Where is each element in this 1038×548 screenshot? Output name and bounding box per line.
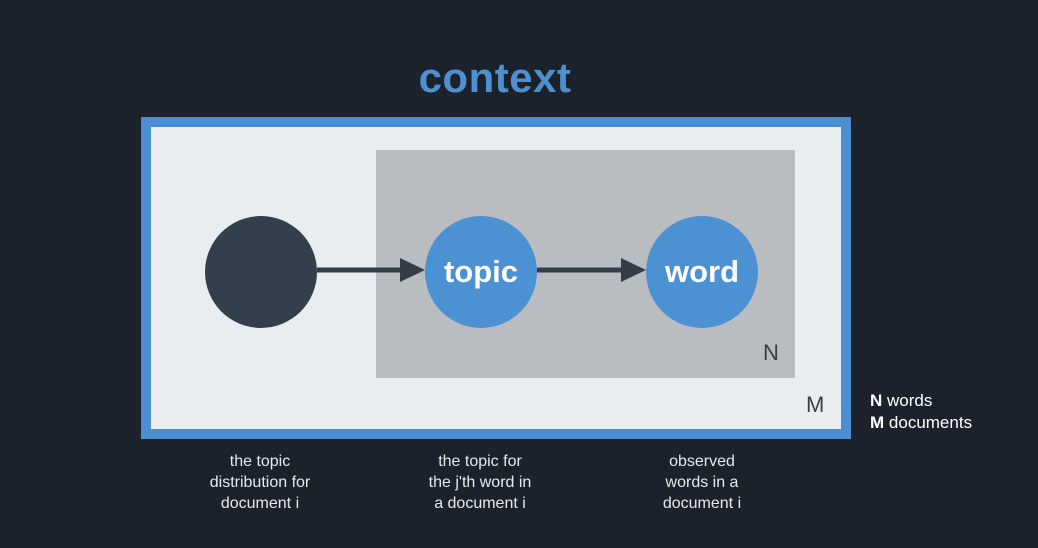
legend-n-key: N: [870, 391, 883, 410]
caption-line: document i: [220, 495, 300, 512]
diagram-title: context: [418, 54, 572, 101]
caption-word: observed words in a document i: [617, 451, 787, 514]
node-topic-label: topic: [443, 254, 519, 289]
plate-m-label: M: [806, 392, 825, 417]
node-topic-distribution: [205, 216, 317, 328]
caption-line: distribution for: [209, 474, 311, 491]
caption-topic-distribution: the topic distribution for document i: [175, 451, 345, 514]
legend-n-text: words: [887, 391, 933, 410]
caption-line: the j'th word in: [428, 474, 532, 491]
caption-line: the topic: [229, 453, 291, 470]
legend-m-key: M: [870, 413, 885, 432]
legend: N words M documents: [870, 390, 972, 434]
caption-line: document i: [662, 495, 742, 512]
node-topic: topic: [425, 216, 537, 328]
caption-topic: the topic for the j'th word in a documen…: [395, 451, 565, 514]
legend-m-text: documents: [888, 413, 973, 432]
caption-line: observed: [669, 453, 735, 470]
node-word: word: [646, 216, 758, 328]
legend-row-n: N words: [870, 390, 972, 412]
caption-line: the topic for: [438, 453, 522, 470]
caption-line: a document i: [434, 495, 526, 512]
plate-n-label: N: [763, 340, 779, 365]
caption-line: words in a: [665, 474, 739, 491]
legend-row-m: M documents: [870, 412, 972, 434]
node-word-label: word: [664, 254, 740, 289]
